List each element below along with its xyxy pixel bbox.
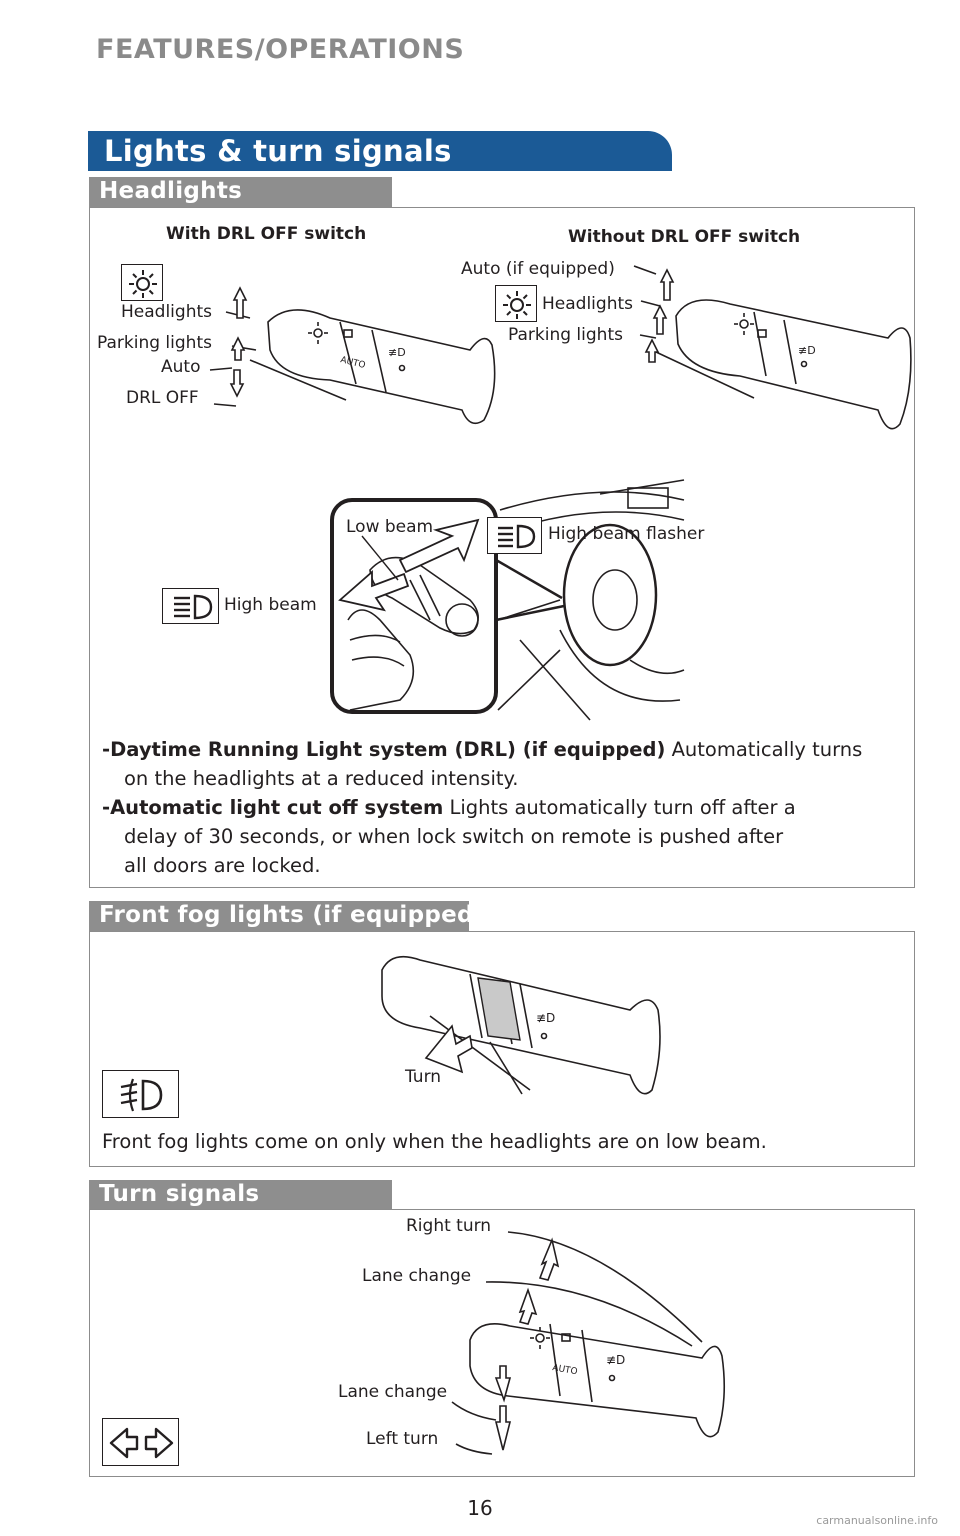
page-number: 16 xyxy=(467,1496,493,1520)
headlight-sun-icon xyxy=(121,264,163,301)
label-drl-off: DRL OFF xyxy=(126,388,199,408)
steering-column-illustration xyxy=(330,479,685,721)
watermark: carmanualsonline.info xyxy=(816,1514,938,1527)
label-parking-lights: Parking lights xyxy=(508,325,623,345)
cutoff-note: -Automatic light cut off system Lights a… xyxy=(102,793,796,822)
page-title-banner: Lights & turn signals xyxy=(88,131,672,171)
label-high-beam: High beam xyxy=(224,595,317,615)
svg-text:≢D: ≢D xyxy=(388,346,406,359)
drl-note-cont: on the headlights at a reduced intensity… xyxy=(124,767,519,790)
svg-text:≢D: ≢D xyxy=(536,1011,555,1025)
turn-signals-tab-label: Turn signals xyxy=(99,1181,260,1207)
cutoff-note-text: Lights automatically turn off after a xyxy=(443,796,796,819)
page-title: Lights & turn signals xyxy=(104,134,452,168)
label-low-beam: Low beam xyxy=(346,517,434,537)
fog-stalk-illustration: AUTO ≢D xyxy=(381,955,661,1095)
label-headlights: Headlights xyxy=(121,302,212,322)
high-beam-icon xyxy=(487,517,542,554)
label-auto: Auto xyxy=(161,357,201,377)
section-kicker: FEATURES/OPERATIONS xyxy=(96,34,465,65)
cutoff-note-cont: delay of 30 seconds, or when lock switch… xyxy=(124,825,784,848)
with-drl-title: With DRL OFF switch xyxy=(166,224,367,244)
without-drl-title: Without DRL OFF switch xyxy=(568,227,801,247)
fog-light-icon xyxy=(102,1070,179,1118)
label-parking-lights: Parking lights xyxy=(97,333,212,353)
headlight-sun-icon xyxy=(495,285,537,322)
label-high-beam-flasher: High beam flasher xyxy=(548,524,705,544)
fog-tab: Front fog lights (if equipped) xyxy=(89,901,484,931)
label-left-turn: Left turn xyxy=(366,1429,439,1449)
headlights-tab: Headlights xyxy=(89,177,392,207)
label-turn: Turn xyxy=(405,1067,442,1087)
svg-text:≢D: ≢D xyxy=(606,1353,625,1367)
svg-text:AUTO: AUTO xyxy=(551,1363,578,1377)
fog-tab-label: Front fog lights (if equipped) xyxy=(99,902,485,928)
svg-text:≢D: ≢D xyxy=(798,344,816,357)
headlights-tab-label: Headlights xyxy=(99,178,243,204)
label-lane-change-up: Lane change xyxy=(362,1266,472,1286)
turn-signals-tab: Turn signals xyxy=(89,1180,392,1210)
fog-note: Front fog lights come on only when the h… xyxy=(102,1130,767,1153)
label-right-turn: Right turn xyxy=(406,1216,492,1236)
fog-panel xyxy=(89,931,915,1167)
cutoff-note-term: -Automatic light cut off system xyxy=(102,796,444,819)
drl-note: -Daytime Running Light system (DRL) (if … xyxy=(102,735,862,764)
drl-note-text: Automatically turns xyxy=(665,738,863,761)
turn-signal-arrows-icon xyxy=(102,1418,179,1466)
high-beam-icon xyxy=(162,588,219,624)
turn-stalk-illustration: AUTO ≢D xyxy=(451,1231,726,1455)
label-headlights: Headlights xyxy=(542,294,633,314)
label-auto-if-equipped: Auto (if equipped) xyxy=(461,259,615,279)
stalk-with-drl-illustration: AUTO ≢D ≢D xyxy=(209,265,912,430)
cutoff-note-cont2: all doors are locked. xyxy=(124,854,321,877)
drl-note-term: -Daytime Running Light system (DRL) (if … xyxy=(102,738,666,761)
label-lane-change-down: Lane change xyxy=(338,1382,448,1402)
